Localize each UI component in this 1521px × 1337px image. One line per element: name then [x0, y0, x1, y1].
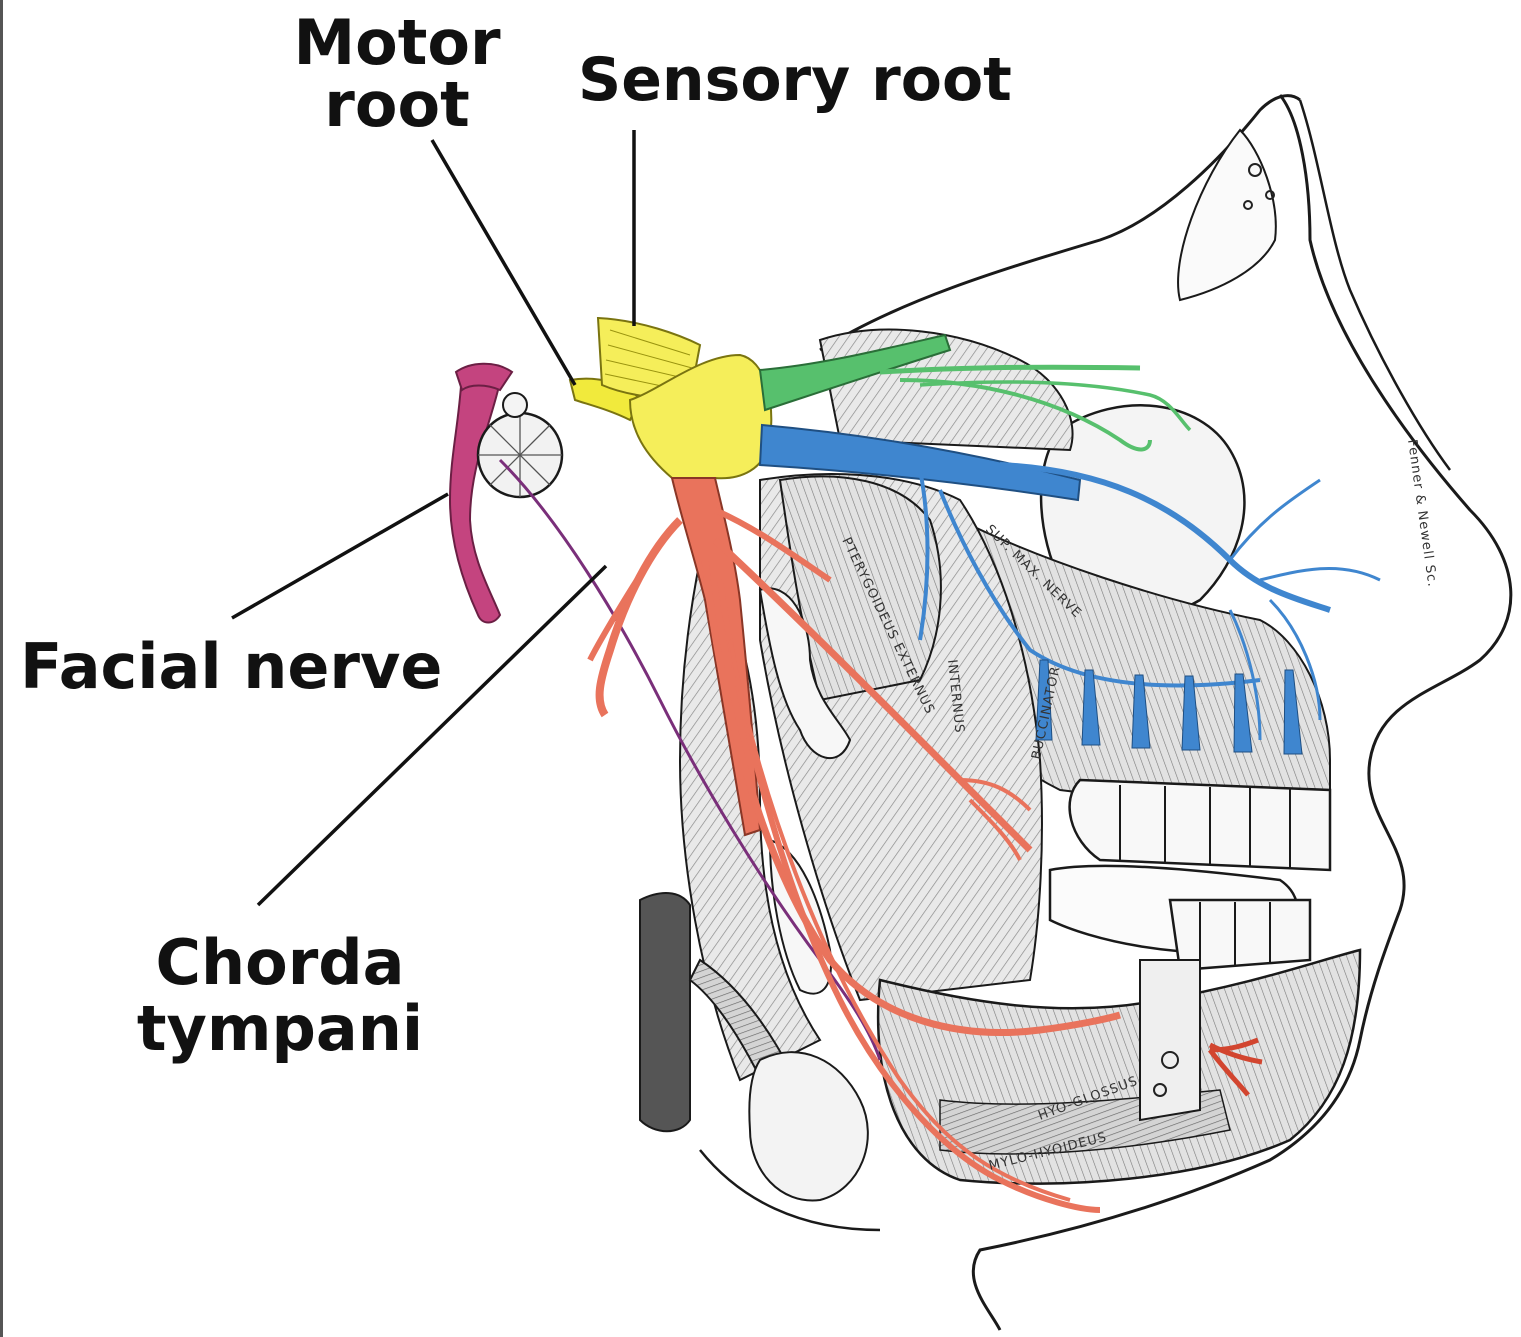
- leader-chorda-tympani: [258, 566, 606, 905]
- chin-bone-section: [1140, 960, 1200, 1120]
- chorda-tympani-label: Chorda tympani: [130, 930, 430, 1062]
- ossicle: [503, 393, 527, 417]
- leader-motor-root: [432, 140, 575, 385]
- submandibular-gland: [749, 1052, 868, 1200]
- facial-nerve-trunk: [450, 368, 500, 623]
- facial-nerve-top: [456, 364, 512, 390]
- tympanic-wheel-spokes: [478, 413, 562, 497]
- frontal-bone: [1178, 130, 1276, 300]
- maxillary-branch-3: [1260, 568, 1380, 580]
- sensory-root-label: Sensory root: [578, 50, 1012, 110]
- motor-root-label: Motor root: [282, 12, 512, 136]
- leader-facial-nerve: [232, 494, 448, 618]
- engraver-signature-text: Fenner & Newell Sc.: [1404, 438, 1440, 588]
- jugular-vein: [640, 893, 690, 1131]
- facial-nerve-label: Facial nerve: [20, 636, 442, 698]
